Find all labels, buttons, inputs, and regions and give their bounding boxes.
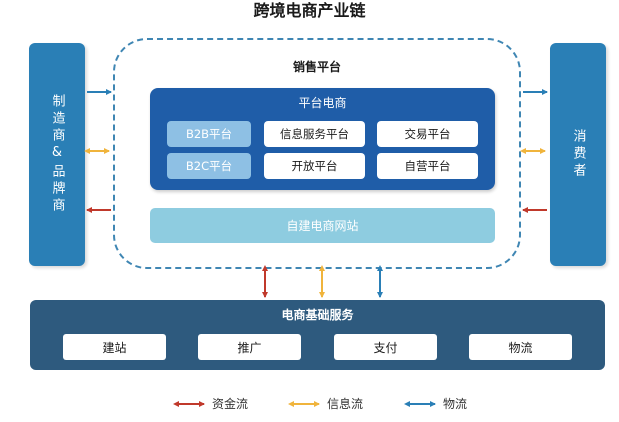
service-site-building: 建站 xyxy=(63,334,166,360)
self-built-website-block: 自建电商网站 xyxy=(150,208,495,243)
b2b-platform-chip: B2B平台 xyxy=(167,121,251,147)
legend-capital-label: 资金流 xyxy=(212,397,249,411)
service-logistics: 物流 xyxy=(469,334,572,360)
manufacturer-label: 制造商&品牌商 xyxy=(49,94,65,215)
self-operated-platform-chip: 自营平台 xyxy=(377,153,478,179)
legend-logistics-label: 物流 xyxy=(443,397,468,411)
platform-ecommerce-title: 平台电商 xyxy=(298,96,347,110)
open-platform-chip: 开放平台 xyxy=(264,153,365,179)
sales-platform-label: 销售平台 xyxy=(292,60,341,74)
infrastructure-title: 电商基础服务 xyxy=(281,308,354,322)
trading-platform-chip: 交易平台 xyxy=(377,121,478,147)
consumer-label: 消费者 xyxy=(570,129,586,180)
info-service-platform-chip: 信息服务平台 xyxy=(264,121,365,147)
diagram-title: 跨境电商产业链 xyxy=(253,1,366,20)
legend-info-label: 信息流 xyxy=(327,397,364,411)
b2c-platform-chip: B2C平台 xyxy=(167,153,251,179)
service-promotion: 推广 xyxy=(198,334,301,360)
manufacturer-box: 制造商&品牌商 xyxy=(29,43,85,266)
service-payment: 支付 xyxy=(334,334,437,360)
consumer-box: 消费者 xyxy=(550,43,606,266)
